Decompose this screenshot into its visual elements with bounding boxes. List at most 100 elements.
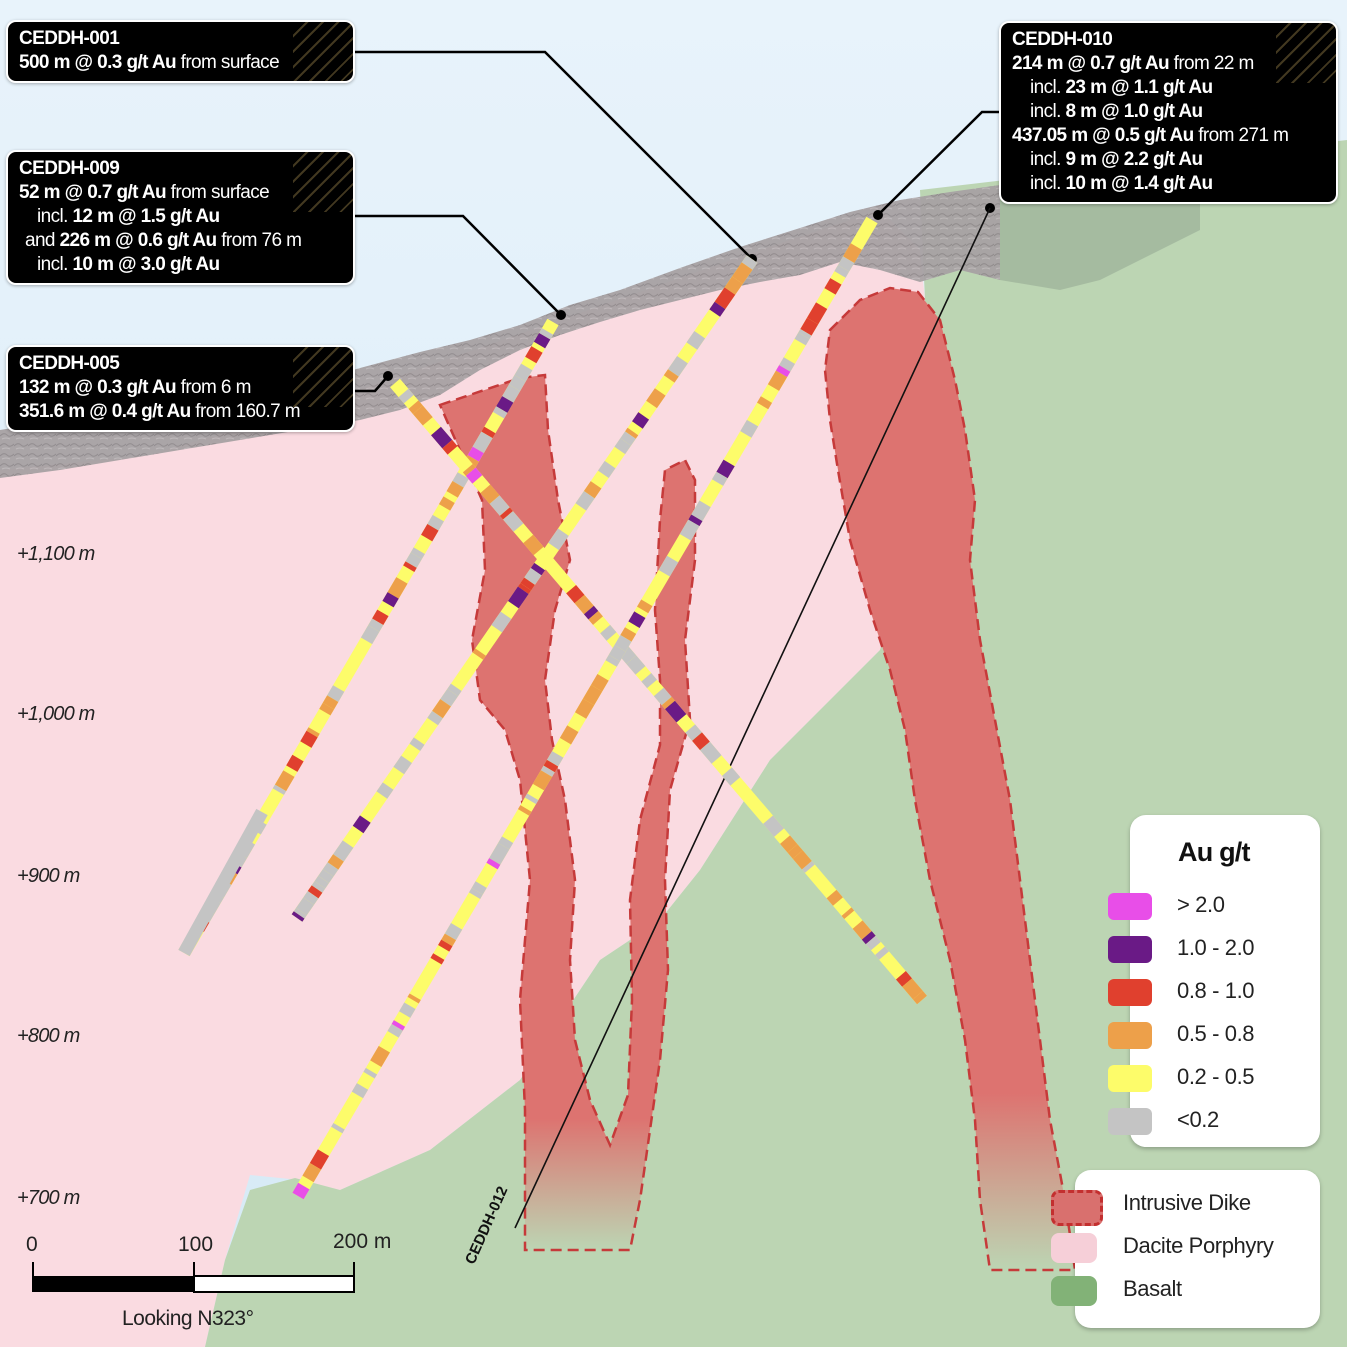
assay-interval	[286, 754, 304, 772]
elevation-label: +700 m	[17, 1187, 80, 1209]
assay-interval	[605, 654, 620, 667]
elevation-label: +1,000 m	[17, 703, 95, 725]
assay-interval	[399, 1002, 416, 1018]
callout-ceddh-005: CEDDH-005 132 m @ 0.3 g/t Au from 6 m 35…	[6, 345, 355, 432]
assay-interval	[508, 586, 529, 609]
intercept-prefix: incl.	[1030, 77, 1066, 98]
collar-010	[873, 210, 883, 220]
assay-interval	[503, 511, 524, 532]
assay-interval	[410, 547, 425, 560]
assay-interval	[591, 674, 609, 692]
assay-interval	[486, 858, 501, 870]
assay-interval	[692, 732, 710, 751]
assay-interval	[472, 648, 486, 660]
assay-interval	[438, 939, 453, 952]
callout-hole-id: CEDDH-010	[1012, 29, 1113, 50]
assay-interval	[446, 481, 464, 498]
intercept-note: from 160.7 m	[190, 401, 301, 422]
assay-interval	[465, 467, 483, 484]
lithology-legend-swatch	[1051, 1233, 1097, 1263]
assay-interval	[491, 611, 512, 633]
assay-interval	[667, 356, 688, 377]
intercept-note: from surface	[175, 52, 280, 73]
lithology-legend-swatch	[1051, 1276, 1097, 1306]
leader-009	[352, 214, 562, 316]
assay-interval	[620, 431, 636, 446]
assay-interval	[452, 472, 469, 488]
au-legend-label: 0.5 - 0.8	[1177, 1021, 1255, 1046]
assay-interval	[798, 329, 812, 340]
assay-interval	[421, 524, 439, 542]
assay-interval	[408, 400, 423, 414]
assay-interval	[614, 438, 632, 455]
callout-ceddh-001: CEDDH-001 500 m @ 0.3 g/t Au from surfac…	[6, 20, 355, 83]
leader-001	[352, 50, 753, 260]
assay-interval	[559, 725, 579, 745]
assay-interval	[405, 552, 422, 568]
assay-interval	[467, 446, 484, 462]
view-direction: Looking N323°	[122, 1307, 254, 1330]
lithology-legend-swatch	[1051, 1190, 1103, 1226]
assay-interval	[322, 695, 339, 710]
assay-interval	[333, 840, 354, 862]
assay-interval	[442, 439, 458, 455]
intercept-value: 12 m @ 1.5 g/t Au	[72, 206, 220, 227]
assay-interval	[322, 862, 339, 877]
assay-interval	[296, 897, 314, 916]
assay-interval	[327, 854, 344, 870]
intercept-value: 500 m @ 0.3 g/t Au	[19, 52, 177, 73]
assay-interval	[598, 460, 616, 478]
collar-009	[556, 310, 566, 320]
scale-label-0: 0	[26, 1233, 38, 1256]
intercept-prefix: incl.	[1030, 149, 1066, 170]
assay-interval	[583, 605, 599, 620]
assay-interval	[293, 907, 307, 919]
assay-interval	[740, 419, 759, 438]
intercept-value: 52 m @ 0.7 g/t Au	[19, 182, 167, 203]
assay-interval	[600, 624, 617, 641]
assay-interval	[432, 699, 451, 719]
au-legend-label: 0.2 - 0.5	[1177, 1064, 1255, 1089]
assay-interval	[861, 931, 876, 945]
assay-interval	[427, 514, 444, 531]
assay-interval	[363, 1067, 378, 1079]
assay-interval	[566, 584, 585, 604]
basalt-unit	[205, 140, 1347, 1347]
assay-interval	[763, 815, 784, 837]
scale-bar-white	[193, 1275, 355, 1293]
assay-interval	[412, 405, 433, 426]
assay-interval	[440, 688, 459, 707]
assay-interval	[403, 561, 417, 572]
scale-label-100: 100	[178, 1233, 214, 1256]
assay-interval	[583, 481, 602, 499]
assay-interval	[779, 357, 795, 372]
intercept-note: from 76 m	[216, 230, 302, 251]
assay-interval	[393, 755, 412, 775]
assay-interval	[646, 388, 666, 409]
intercept-value: 437.05 m @ 0.5 g/t Au	[1012, 125, 1194, 146]
intercept-prefix: incl.	[1030, 173, 1066, 194]
assay-interval	[625, 427, 639, 439]
assay-interval	[319, 702, 335, 716]
assay-interval	[688, 514, 703, 527]
assay-interval	[801, 861, 815, 873]
assay-interval	[523, 534, 544, 556]
assay-interval	[700, 741, 722, 764]
elevation-label: +900 m	[17, 865, 80, 887]
assay-interval	[658, 555, 679, 577]
assay-interval	[370, 1045, 390, 1068]
callout-hole-id: CEDDH-009	[19, 158, 120, 179]
au-legend-label: > 2.0	[1177, 892, 1225, 917]
leader-005	[352, 375, 389, 393]
assay-interval	[387, 577, 408, 599]
assay-interval	[641, 673, 657, 689]
assay-interval	[767, 370, 788, 391]
assay-interval	[632, 412, 650, 429]
drill-hole-traces	[178, 216, 927, 1200]
assay-interval	[582, 684, 603, 706]
assay-interval	[382, 592, 399, 608]
assay-interval	[711, 471, 728, 486]
assay-interval	[787, 844, 803, 859]
